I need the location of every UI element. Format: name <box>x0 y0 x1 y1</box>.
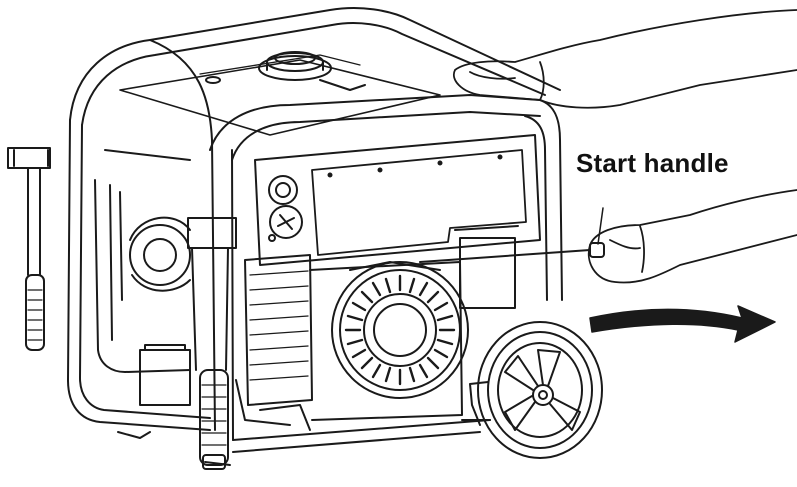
wheel <box>461 321 603 459</box>
top-cover <box>119 51 441 136</box>
frame-tube <box>67 7 563 453</box>
recoil-starter <box>331 261 469 399</box>
side-body <box>94 149 191 406</box>
engine-block <box>235 254 463 431</box>
pulling-hand <box>587 189 797 284</box>
front-handle <box>187 217 237 470</box>
pull-direction-arrow <box>589 305 776 343</box>
control-panel <box>254 134 541 309</box>
callout-leader-line <box>597 207 604 245</box>
start-handle-label: Start handle <box>576 148 729 178</box>
hand-illustration <box>453 9 797 109</box>
base-feet <box>117 431 231 466</box>
left-side-handle <box>7 147 51 351</box>
start-handle-grip <box>419 207 605 263</box>
